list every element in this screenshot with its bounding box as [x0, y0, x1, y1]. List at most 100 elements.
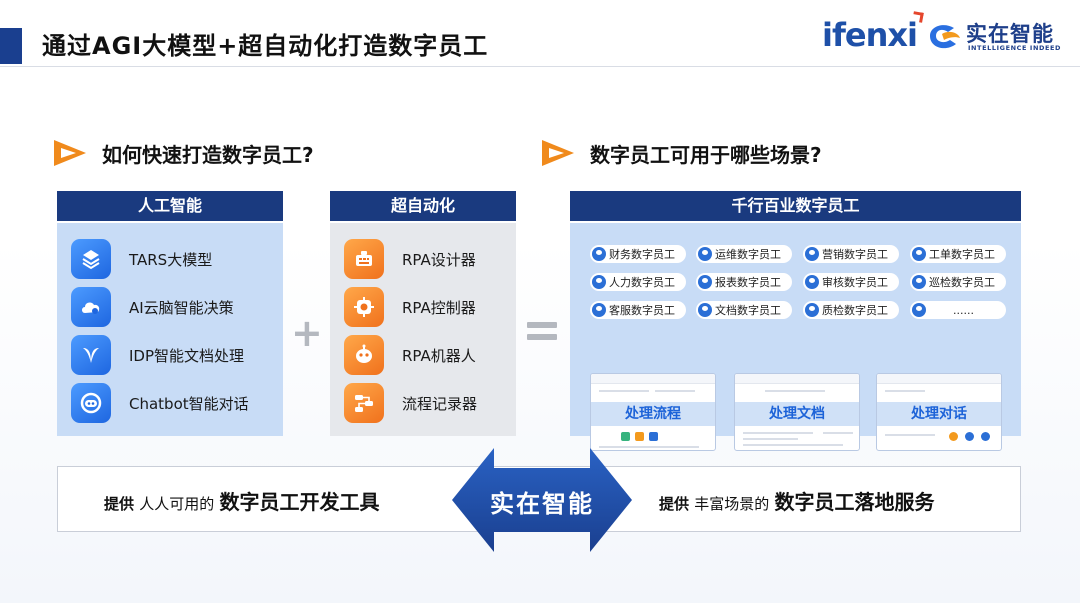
- banner-left-text: 提供 人人可用的 数字员工开发工具: [104, 486, 380, 515]
- role-label: 运维数字员工: [715, 248, 781, 261]
- ai-item-label: IDP智能文档处理: [129, 346, 245, 365]
- role-label: 营销数字员工: [822, 248, 888, 261]
- rpa-item-robot: RPA机器人: [344, 335, 476, 375]
- user-icon: [592, 275, 606, 289]
- play-triangle-icon: [542, 140, 574, 166]
- user-icon: [805, 247, 819, 261]
- header-divider: [0, 66, 1080, 67]
- role-pill: 财务数字员工: [590, 245, 686, 263]
- role-label: 人力数字员工: [609, 276, 675, 289]
- rpa-item-label: 流程记录器: [402, 394, 478, 413]
- industry-column: 千行百业数字员工 财务数字员工 运维数字员工 营销数字员工 工单数字员工 人力数…: [570, 191, 1021, 451]
- role-label: ......: [953, 303, 974, 317]
- ai-item-label: Chatbot智能对话: [129, 394, 249, 413]
- user-icon: [698, 275, 712, 289]
- user-icon: [805, 303, 819, 317]
- rpa-column-body: RPA设计器 RPA控制器 RPA机器人 流程记录器: [330, 223, 516, 436]
- role-pill: 运维数字员工: [696, 245, 792, 263]
- banner-right-prefix: 提供: [659, 495, 690, 513]
- rpa-item-label: RPA设计器: [402, 250, 476, 269]
- ai-column-title: 人工智能: [57, 191, 283, 221]
- ai-cloud-brain-icon: [71, 287, 111, 327]
- screen-label: 处理对话: [877, 402, 1001, 426]
- role-pill: 巡检数字员工: [910, 273, 1006, 291]
- user-icon: [912, 247, 926, 261]
- user-icon: [592, 247, 606, 261]
- industry-column-title: 千行百业数字员工: [570, 191, 1021, 221]
- rpa-item-recorder: 流程记录器: [344, 383, 477, 423]
- intelligence-indeed-logo-icon: [930, 25, 960, 49]
- page-title: 通过AGI大模型+超自动化打造数字员工: [42, 32, 489, 60]
- screen-card-process: 处理流程: [590, 373, 716, 451]
- user-icon: [912, 275, 926, 289]
- rpa-designer-icon: [344, 239, 384, 279]
- role-label: 文档数字员工: [715, 304, 781, 317]
- role-label: 财务数字员工: [609, 248, 675, 261]
- tars-model-icon: [71, 239, 111, 279]
- intelligence-indeed-logo-en: INTELLIGENCE INDEED: [968, 44, 1062, 52]
- role-label: 审核数字员工: [822, 276, 888, 289]
- user-icon: [698, 303, 712, 317]
- process-recorder-icon: [344, 383, 384, 423]
- screen-label: 处理流程: [591, 402, 715, 426]
- banner-left-prefix: 提供: [104, 495, 135, 513]
- rpa-robot-icon: [344, 335, 384, 375]
- idp-document-icon: [71, 335, 111, 375]
- role-pill: 报表数字员工: [696, 273, 792, 291]
- role-pill: 质检数字员工: [803, 301, 899, 319]
- how-to-build-heading-text: 如何快速打造数字员工?: [102, 142, 314, 167]
- role-label: 巡检数字员工: [929, 276, 995, 289]
- screen-label: 处理文档: [735, 402, 859, 426]
- rpa-item-controller: RPA控制器: [344, 287, 476, 327]
- banner-right-main: 数字员工落地服务: [774, 490, 935, 514]
- ai-item-tars: TARS大模型: [71, 239, 212, 279]
- rpa-item-designer: RPA设计器: [344, 239, 476, 279]
- role-label: 工单数字员工: [929, 248, 995, 261]
- banner-left-mid: 人人可用的: [139, 495, 215, 513]
- user-icon: [592, 303, 606, 317]
- role-pill: 人力数字员工: [590, 273, 686, 291]
- rpa-column-title: 超自动化: [330, 191, 516, 221]
- rpa-controller-icon: [344, 287, 384, 327]
- ai-item-chatbot: Chatbot智能对话: [71, 383, 249, 423]
- user-icon: [698, 247, 712, 261]
- double-arrow-icon: [452, 448, 632, 552]
- ai-column-body: TARS大模型 AI云脑智能决策 IDP智能文档处理 Chatbot智能对话: [57, 223, 283, 436]
- role-pill: 审核数字员工: [803, 273, 899, 291]
- ai-item-label: TARS大模型: [129, 250, 213, 269]
- user-icon: [912, 303, 926, 317]
- role-label: 客服数字员工: [609, 304, 675, 317]
- industry-column-body: 财务数字员工 运维数字员工 营销数字员工 工单数字员工 人力数字员工 报表数字员…: [570, 223, 1021, 451]
- rpa-column: 超自动化 RPA设计器 RPA控制器 RPA机器人 流程记录器: [330, 191, 516, 436]
- intelligence-indeed-logo-cn: 实在智能: [966, 22, 1054, 46]
- use-cases-heading-text: 数字员工可用于哪些场景?: [590, 142, 822, 167]
- rpa-item-label: RPA控制器: [402, 298, 476, 317]
- ai-item-cloud-brain: AI云脑智能决策: [71, 287, 234, 327]
- ai-item-label: AI云脑智能决策: [129, 298, 234, 317]
- user-icon: [805, 275, 819, 289]
- ifenxi-logo: ifenxi: [822, 11, 924, 54]
- chatbot-icon: [71, 383, 111, 423]
- screen-card-document: 处理文档: [734, 373, 860, 451]
- role-label: 报表数字员工: [715, 276, 781, 289]
- use-cases-heading: 数字员工可用于哪些场景?: [540, 138, 822, 168]
- screen-card-dialog: 处理对话: [876, 373, 1002, 451]
- equals-sign: [527, 322, 557, 342]
- how-to-build-heading: 如何快速打造数字员工?: [52, 138, 314, 168]
- play-triangle-icon: [54, 140, 86, 166]
- role-pill: ......: [910, 301, 1006, 319]
- ai-column: 人工智能 TARS大模型 AI云脑智能决策 IDP智能文档处理 Chatbot智…: [57, 191, 283, 436]
- role-pill: 营销数字员工: [803, 245, 899, 263]
- header-accent-bar: [0, 28, 22, 64]
- banner-right-text: 提供 丰富场景的 数字员工落地服务: [659, 486, 935, 515]
- plus-sign: +: [291, 311, 323, 355]
- rpa-item-label: RPA机器人: [402, 346, 476, 365]
- role-pill: 工单数字员工: [910, 245, 1006, 263]
- role-label: 质检数字员工: [822, 304, 888, 317]
- banner-right-mid: 丰富场景的: [694, 495, 770, 513]
- role-pill: 文档数字员工: [696, 301, 792, 319]
- role-pill: 客服数字员工: [590, 301, 686, 319]
- banner-center-brand: 实在智能: [490, 490, 594, 518]
- ai-item-idp: IDP智能文档处理: [71, 335, 244, 375]
- banner-left-main: 数字员工开发工具: [219, 490, 380, 514]
